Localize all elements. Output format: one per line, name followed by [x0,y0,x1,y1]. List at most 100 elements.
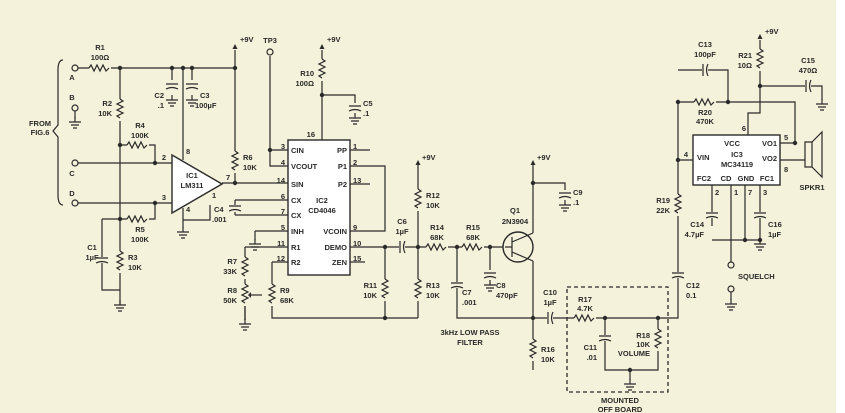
junction-dot [655,315,661,321]
resistor-r16 [528,338,538,361]
c5-value: .1 [363,109,369,118]
junction-dot [454,244,460,250]
resistor-r9 [267,283,277,306]
ic2-pin-number: 13 [353,176,361,185]
ic2-part: CD4046 [308,206,336,215]
ic3-ref: IC3 [731,150,743,159]
resistor-r19 [673,193,683,216]
r9-ref: R9 [280,286,290,295]
ic1-opamp [171,153,224,215]
junction-dot [627,367,633,373]
terminal-a [71,64,79,72]
junction-dot [792,140,798,146]
junction-dot [530,315,536,321]
ic3-pin: 8 [784,165,788,174]
c14-value: 4.7µF [685,230,705,239]
ic2-pin-number: 4 [281,158,286,167]
c15-value: 470Ω [799,66,818,75]
ground-icon [349,113,361,125]
resistor-r7 [240,256,250,279]
test-point-tp3 [266,48,274,56]
r20-ref: R20 [698,108,712,117]
ic3-vin: VIN [697,153,710,162]
ic3-part: MC34119 [721,160,753,169]
r16-ref: R16 [541,345,555,354]
ic2-pin-number: 1 [353,142,357,151]
capacitor-c4 [228,205,242,212]
ic2-pin-number: 12 [277,254,285,263]
labels: ABCDFROMFIG.6TP3+9V+9V+9V+9V+9VR1100ΩR21… [29,27,825,413]
junction-dot [189,65,195,71]
ic2-pin-number: 2 [353,158,357,167]
c12-ref: C12 [686,281,700,290]
ic2-pin-label: VCOUT [291,162,318,171]
junction-dot [180,65,186,71]
r9-value: 68K [280,296,294,305]
r12-value: 10K [426,201,440,210]
c7-value: .001 [462,298,477,307]
capacitor-c8 [483,272,497,279]
resistor-r6 [230,150,240,173]
ic2-pin-label: ZEN [332,258,347,267]
c1-ref: C1 [87,243,97,252]
capacitor-c11 [598,335,612,342]
r8-ref: R8 [227,286,237,295]
junction-dot [169,65,175,71]
resistor-r20 [693,97,716,107]
r3-ref: R3 [128,253,138,262]
r8-value: 50K [223,296,237,305]
r5-value: 100K [131,235,150,244]
capacitor-c12 [671,272,685,279]
r12-ref: R12 [426,191,440,200]
ground-icon [725,299,737,311]
r4-ref: R4 [135,121,145,130]
supply-label: +9V [327,35,341,44]
ic2-pin-label: CX [291,196,301,205]
junction-dot [232,180,238,186]
ground-icon [816,99,828,111]
c2-ref: C2 [154,91,164,100]
c13-ref: C13 [698,40,712,49]
junction-dot [152,160,158,166]
r1-value: 100Ω [91,53,110,62]
ic1-pin: 4 [186,205,191,214]
ic2-pin-number: 6 [281,192,285,201]
terminal-c [71,159,79,167]
r13-value: 10K [426,291,440,300]
q1-part: 2N3904 [502,217,529,226]
r21-ref: R21 [738,51,752,60]
ic3-pin: 1 [734,188,738,197]
junction-dot [602,315,608,321]
junction-dot [487,244,493,250]
junction-dot [742,237,748,243]
supply-arrow-icon [415,160,421,165]
ic3-pin: 4 [684,150,689,159]
ic2-pin-label: VCOIN [323,227,347,236]
ic1-ref: IC1 [186,171,198,180]
r11-value: 10K [363,291,377,300]
ic3-cd: CD [721,174,732,183]
transistor-q1 [502,231,534,263]
r6-ref: R6 [243,153,253,162]
c5-ref: C5 [363,99,373,108]
supply-label: +9V [422,153,436,162]
c8-ref: C8 [496,281,506,290]
capacitor-c15 [805,79,812,93]
c6-ref: C6 [397,217,407,226]
junction-dot [675,99,681,105]
c8-value: 470pF [496,291,518,300]
capacitor-c7 [450,282,464,289]
ic2-pin-label: CX [291,211,301,220]
junction-dot [319,92,325,98]
resistor-r2 [115,98,125,121]
c10-ref: C10 [543,288,557,297]
junction-dot [415,244,421,250]
terminal-d-label: D [69,189,75,198]
ic3-pin: 5 [784,133,788,142]
resistor-r8-potentiometer [240,283,262,320]
r20-value: 470K [696,117,715,126]
fig-label: FIG.6 [31,128,50,137]
ic3-vo2: VO2 [762,154,777,163]
resistor-r5 [126,214,149,224]
